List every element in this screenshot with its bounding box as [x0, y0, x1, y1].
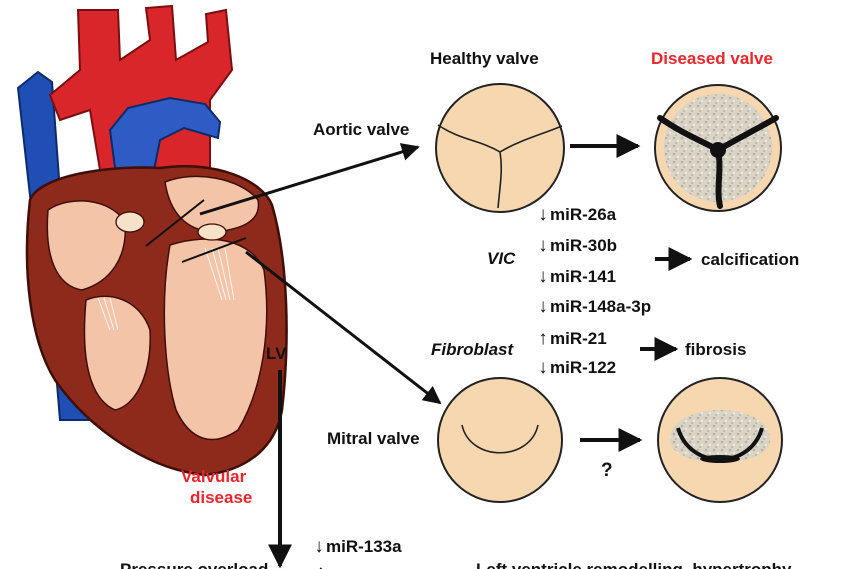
connector-arrows [199, 134, 693, 569]
lv-label: LV [266, 344, 287, 363]
vic-label: VIC [487, 249, 516, 268]
fibroblast-label: Fibroblast [431, 340, 514, 359]
fibrosis-label: fibrosis [685, 340, 747, 359]
aorta [48, 4, 234, 182]
arrow-heart-to-aortic [199, 143, 420, 216]
aortic-diseased-valve [654, 84, 782, 212]
mirna-item: ↓miR-30b [538, 235, 618, 256]
left-atrium [164, 175, 260, 233]
mitral-diseased-valve [657, 377, 783, 503]
aortic-healthy-valve [435, 83, 565, 213]
mirna-item: ↓miR-122 [538, 357, 617, 378]
up-arrow-icon: ↑ [316, 563, 326, 569]
calcification-label: calcification [701, 250, 800, 269]
heart-illustration [16, 4, 288, 477]
aortic-valve-label: Aortic valve [313, 120, 410, 139]
mirna-item: ↓miR-26a [538, 204, 617, 225]
right-ventricle [83, 295, 151, 411]
left-ventricle [163, 238, 268, 441]
pressure-overload-label: Pressure overload [120, 561, 268, 569]
valvular-disease-line2: disease [190, 488, 253, 507]
mirna-item: ↓miR-148a-3p [538, 296, 652, 317]
mirna-item: ↓miR-141 [538, 266, 617, 287]
unknown-progression-mark: ? [601, 460, 613, 481]
mirna-item: ↓miR-133a [314, 536, 402, 557]
healthy-valve-header: Healthy valve [430, 49, 539, 68]
remodelling-label: Left ventricle remodelling, hypertrophy [476, 561, 792, 569]
diseased-valve-header: Diseased valve [651, 49, 773, 68]
arrow-heart-to-mitral [245, 250, 442, 405]
mitral-healthy-valve [437, 377, 563, 503]
mirna-item: ↑miR-21 [538, 328, 607, 349]
mitral-valve-label: Mitral valve [327, 429, 420, 448]
right-atrium [46, 200, 127, 291]
valvular-disease-line1: Valvular [181, 467, 247, 486]
